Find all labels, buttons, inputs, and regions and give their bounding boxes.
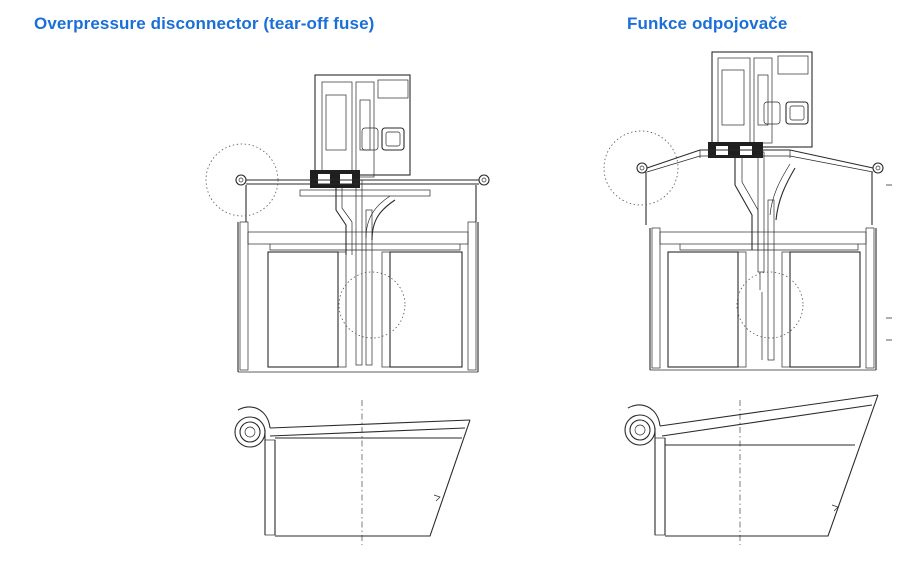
left-cross-section	[205, 74, 490, 545]
right-lid	[636, 149, 884, 174]
right-detail-circle	[603, 130, 679, 206]
left-lead-wires	[335, 179, 396, 366]
right-cross-section	[603, 51, 892, 545]
left-top-plate	[247, 231, 469, 245]
left-winding-left	[267, 251, 339, 368]
right-can-walls	[645, 172, 877, 370]
left-detail-view	[234, 406, 471, 537]
left-terminal-housing	[310, 74, 411, 188]
left-detail-circle	[205, 143, 279, 217]
left-lid	[235, 174, 490, 197]
left-winding-right	[389, 251, 463, 368]
right-winding-left	[667, 251, 739, 368]
right-detail-view	[624, 394, 879, 537]
title-left: Overpressure disconnector (tear-off fuse…	[34, 14, 375, 33]
right-terminal-housing	[708, 51, 813, 158]
left-can-walls	[237, 185, 479, 372]
title-right: Funkce odpojovače	[627, 14, 788, 33]
right-top-plate	[659, 231, 867, 245]
right-lead-wires	[734, 151, 796, 361]
right-winding-right	[789, 251, 861, 368]
